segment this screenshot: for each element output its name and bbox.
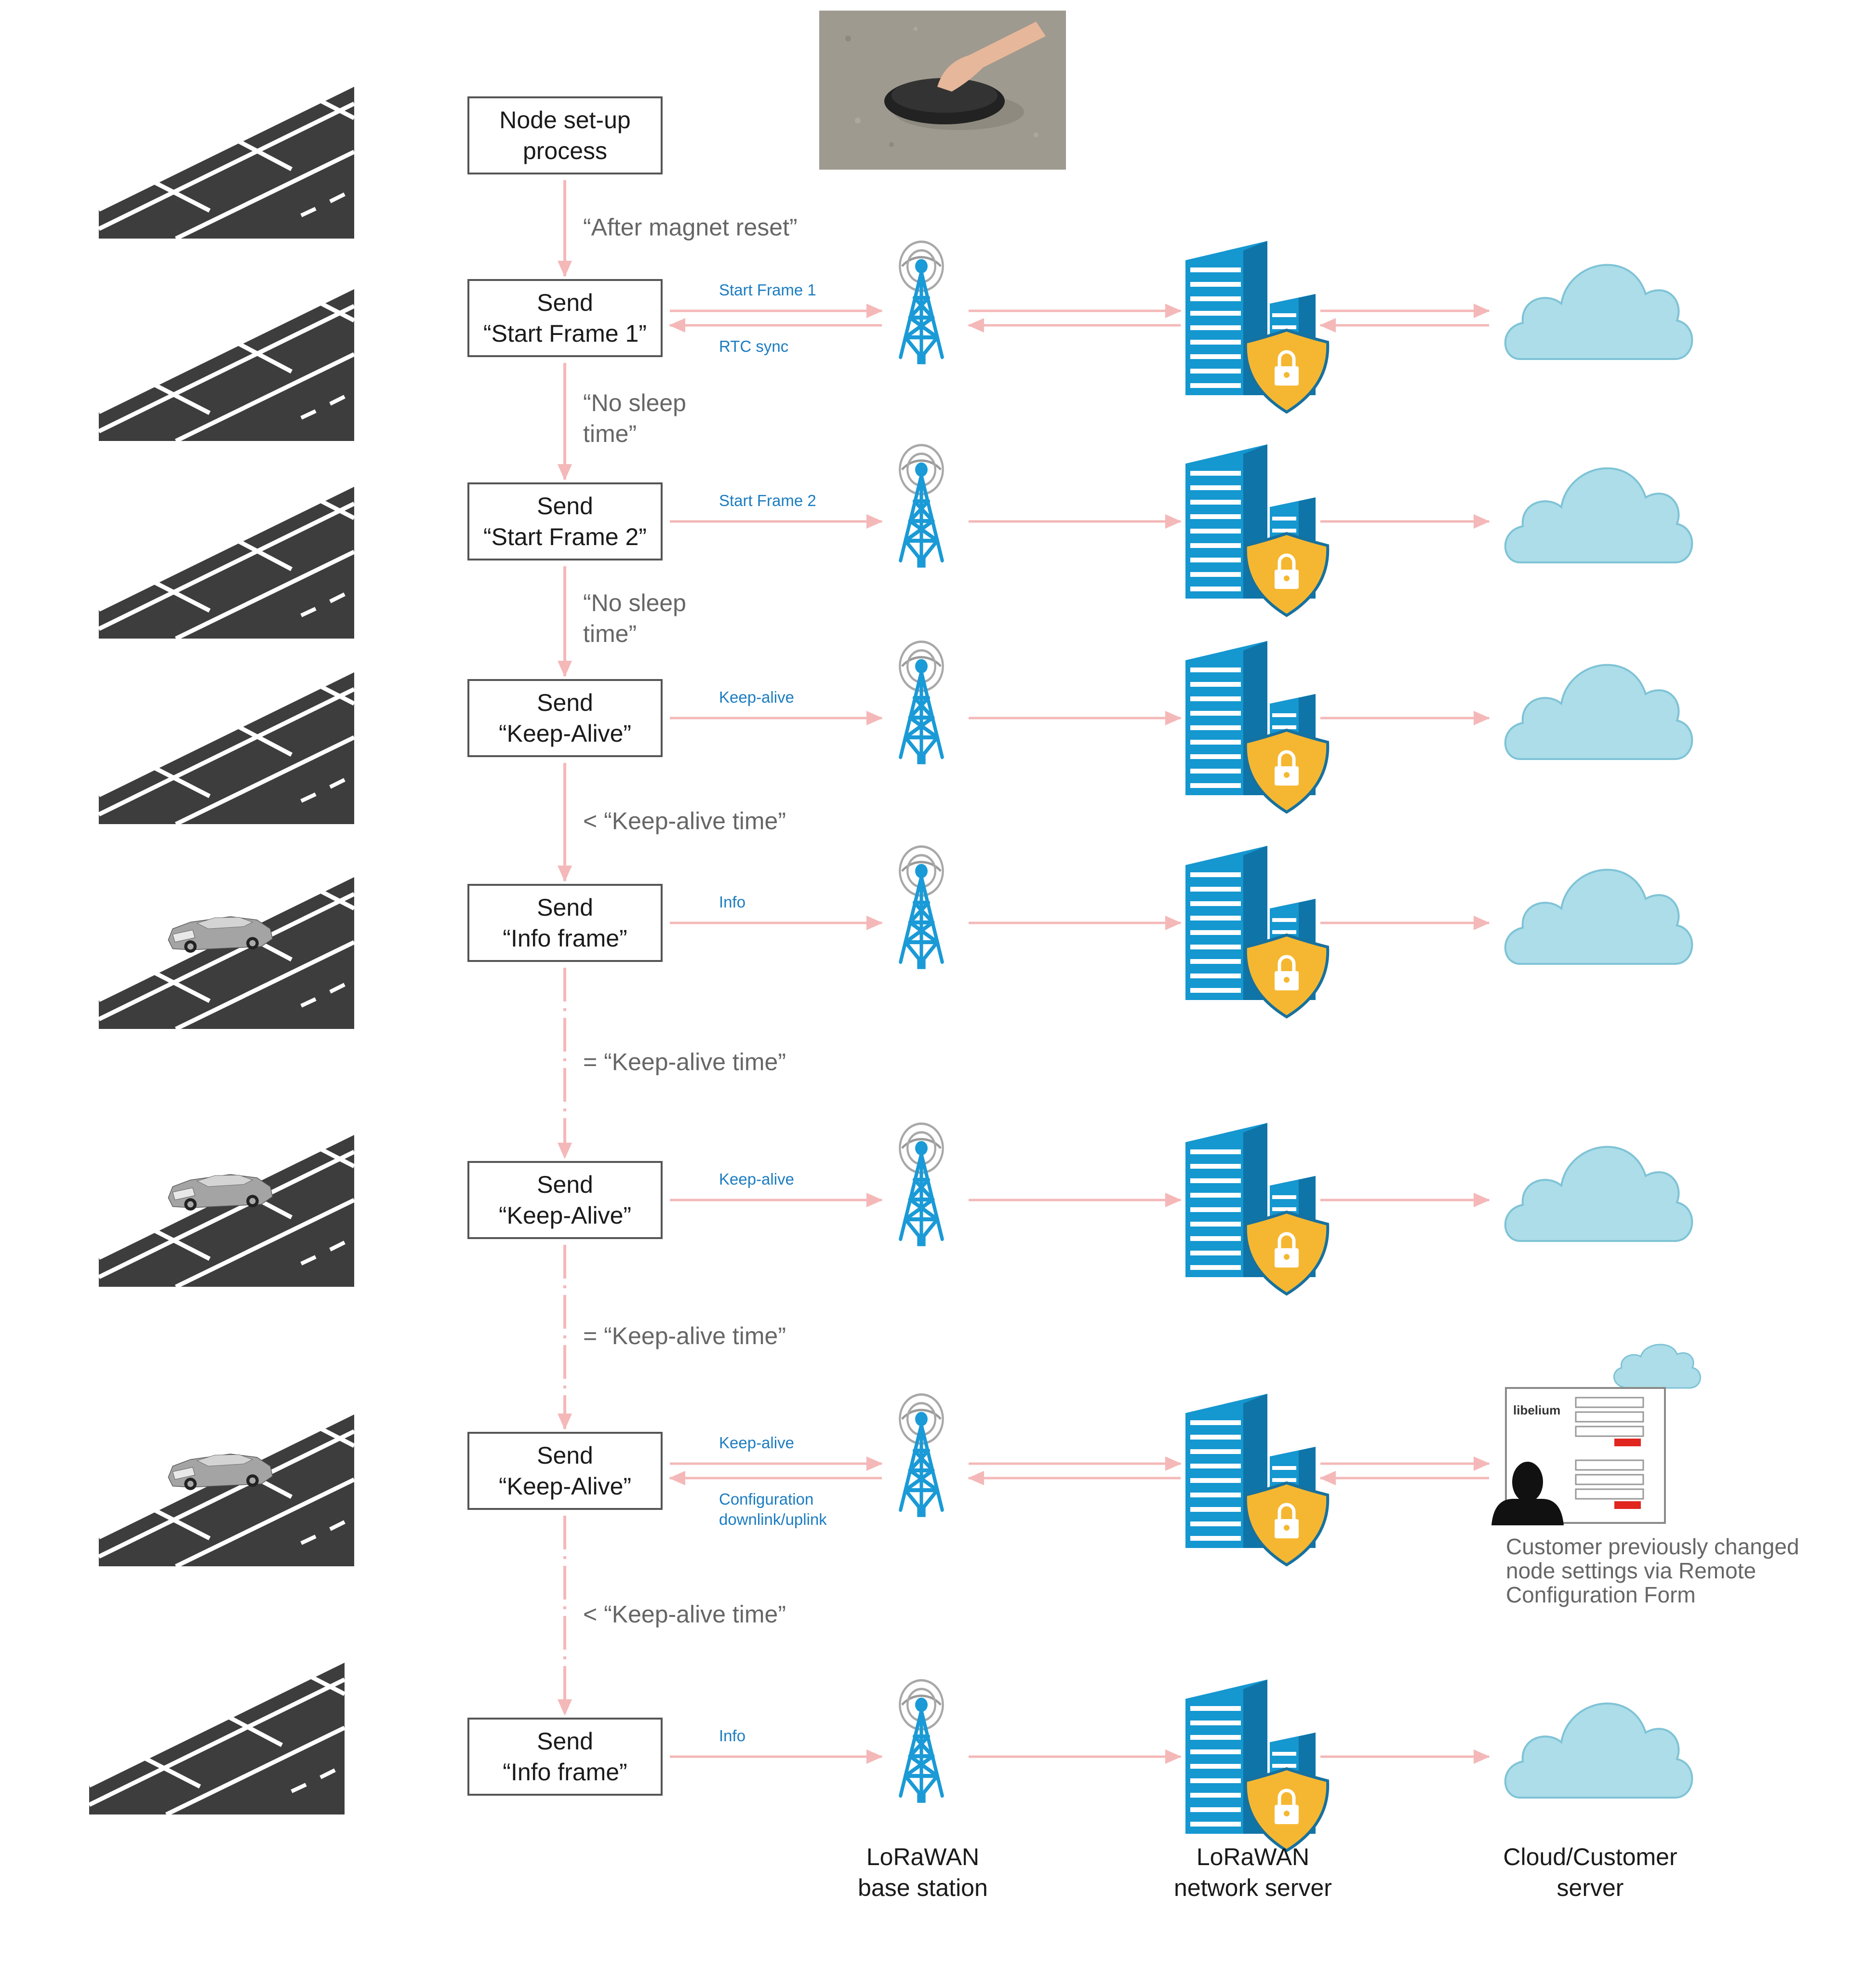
uplink-label: Keep-alive: [719, 1170, 794, 1188]
cloud-icon: [1504, 264, 1693, 360]
downlink-label: RTC sync: [719, 337, 788, 355]
tower-icon: [900, 1124, 943, 1246]
car-icon: [168, 916, 273, 953]
road-icon: [99, 1133, 354, 1287]
uplink-label: Info: [719, 893, 745, 911]
cloud-icon: [1504, 664, 1693, 760]
tower-icon: [900, 642, 943, 764]
interval-label: = “Keep-alive time”: [583, 1049, 786, 1076]
tower-icon: [900, 847, 943, 969]
person-icon: [1491, 1462, 1564, 1525]
tower-icon: [900, 1395, 943, 1517]
form-submit-button: [1614, 1501, 1641, 1509]
cloud-small-icon: [1613, 1344, 1701, 1389]
building-icon: [1185, 641, 1328, 812]
car-icon: [168, 1454, 273, 1491]
tower-icon: [900, 1681, 943, 1803]
form-submit-button: [1614, 1439, 1641, 1446]
road-icon: [99, 670, 354, 824]
form-logo: libelium: [1513, 1403, 1560, 1417]
uplink-label: Start Frame 2: [719, 492, 816, 509]
building-icon: [1185, 444, 1328, 615]
send-frame-box: Send “Start Frame 1”: [467, 279, 663, 357]
cloud-icon: [1504, 467, 1693, 563]
interval-label: “After magnet reset”: [583, 214, 798, 241]
setup-process-box: Node set-up process: [467, 96, 663, 174]
building-icon: [1185, 1680, 1328, 1851]
road-icon: [99, 1412, 354, 1566]
tower-icon: [900, 445, 943, 568]
remote-configuration-form: libelium: [1491, 1344, 1701, 1525]
road-icon: [99, 287, 354, 441]
building-icon: [1185, 1123, 1328, 1294]
send-frame-box: Send “Keep-Alive”: [467, 1432, 663, 1510]
road-icon: [99, 484, 354, 639]
building-icon: [1185, 241, 1328, 412]
road-icon: [99, 875, 354, 1029]
uplink-label: Info: [719, 1727, 745, 1745]
cloud-icon: [1504, 868, 1693, 965]
cloud-icon: [1504, 1146, 1693, 1242]
road-icon: [99, 84, 354, 239]
send-frame-box: Send “Keep-Alive”: [467, 679, 663, 757]
road-icon: [89, 1660, 345, 1814]
uplink-label: Keep-alive: [719, 688, 794, 706]
uplink-label: Start Frame 1: [719, 281, 816, 299]
send-frame-box: Send “Info frame”: [467, 1718, 663, 1796]
sensor-photo: [819, 11, 1066, 170]
building-icon: [1185, 846, 1328, 1017]
tower-icon: [900, 242, 943, 364]
car-icon: [168, 1174, 273, 1211]
send-frame-box: Send “Keep-Alive”: [467, 1161, 663, 1239]
send-frame-box: Send “Info frame”: [467, 884, 663, 962]
send-frame-box: Send “Start Frame 2”: [467, 482, 663, 560]
building-icon: [1185, 1394, 1328, 1565]
interval-label: < “Keep-alive time”: [583, 1601, 786, 1628]
interval-label: = “Keep-alive time”: [583, 1322, 786, 1349]
interval-label: < “Keep-alive time”: [583, 808, 786, 835]
cloud-icon: [1504, 1702, 1693, 1799]
uplink-label: Keep-alive: [719, 1434, 794, 1452]
